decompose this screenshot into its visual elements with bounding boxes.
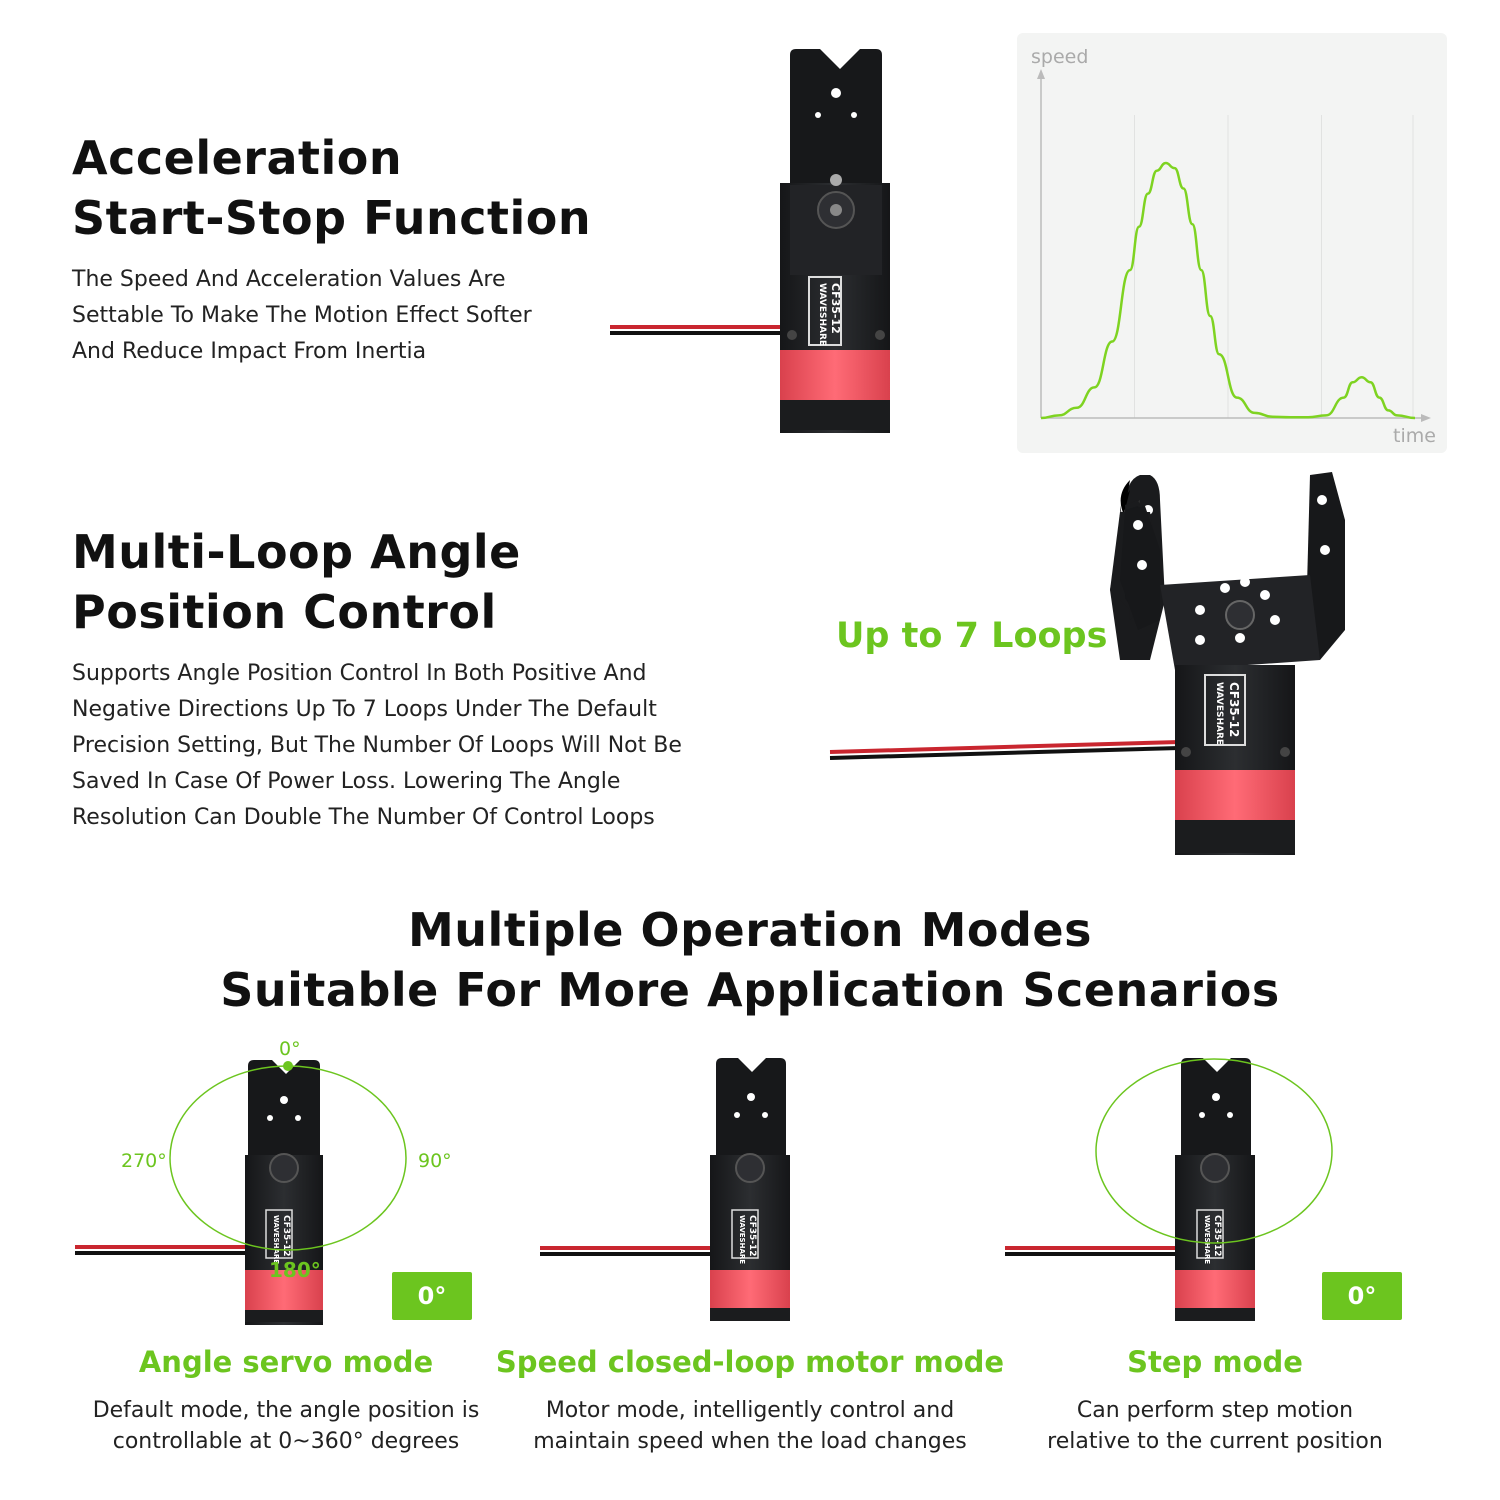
servo-brand-label: WAVESHARE (738, 1215, 746, 1264)
servo-brand-label: WAVESHARE (1203, 1215, 1211, 1264)
loops-label: Up to 7 Loops (836, 616, 1108, 656)
angle-badge: 0° (392, 1272, 472, 1320)
x-axis-arrow-icon (1421, 414, 1431, 422)
section3-title: Multiple Operation Modes Suitable For Mo… (0, 900, 1500, 1020)
mode-desc-line: Default mode, the angle position is (92, 1398, 480, 1423)
step-badge: 0° (1322, 1272, 1402, 1320)
servo-model-label: CF35-12 (1212, 1215, 1222, 1257)
mode-desc-line: relative to the current position (1047, 1429, 1383, 1454)
section1-description: The Speed And Acceleration Values Are Se… (72, 262, 532, 370)
y-axis-label: speed (1031, 46, 1088, 68)
speed-time-chart-svg: speed time (1031, 46, 1436, 447)
section2-desc-line: Precision Setting, But The Number Of Loo… (72, 733, 682, 758)
servo-image-1: WAVESHARE CF35-12 (610, 49, 890, 433)
mode-desc-line: Can perform step motion (1076, 1398, 1354, 1423)
step-circle (1095, 1058, 1333, 1244)
section1-title: Acceleration Start-Stop Function (72, 128, 591, 248)
mode-title-speed: Speed closed-loop motor mode (495, 1345, 1005, 1379)
section2-desc-line: Supports Angle Position Control In Both … (72, 661, 647, 686)
section2-title: Multi-Loop Angle Position Control (72, 522, 521, 642)
y-axis-arrow-icon (1037, 69, 1045, 79)
zero-position-dot (283, 1061, 293, 1071)
mode-desc-angle: Default mode, the angle position is cont… (36, 1395, 536, 1457)
section2-description: Supports Angle Position Control In Both … (72, 656, 682, 836)
section2-title-line2: Position Control (72, 585, 497, 639)
servo-image-2: WAVESHARE CF35-12 (829, 472, 1345, 855)
servo-brand-label: WAVESHARE (1214, 682, 1224, 745)
mode-desc-step: Can perform step motion relative to the … (990, 1395, 1440, 1457)
section1-desc-line: The Speed And Acceleration Values Are (72, 267, 506, 292)
section1-title-line2: Start-Stop Function (72, 191, 592, 245)
servo-brand-label: WAVESHARE (272, 1215, 280, 1264)
servo-brand-label: WAVESHARE (817, 283, 827, 346)
angle-label-0: 0° (279, 1038, 301, 1060)
section3-title-line1: Multiple Operation Modes (408, 903, 1092, 957)
angle-label-180: 180° (269, 1258, 321, 1282)
servo-model-label: CF35-12 (829, 283, 842, 334)
servo-image-angle-mode: WAVESHARE CF35-12 (75, 1060, 407, 1325)
mode-title-angle: Angle servo mode (138, 1345, 434, 1379)
mode-desc-line: maintain speed when the load changes (533, 1429, 967, 1454)
speed-curve (1040, 161, 1416, 420)
servo-image-speed-mode: WAVESHARE CF35-12 (540, 1058, 790, 1321)
section2-desc-line: Resolution Can Double The Number Of Cont… (72, 805, 655, 830)
section1-desc-line: And Reduce Impact From Inertia (72, 339, 427, 364)
servo-model-label: CF35-12 (1227, 682, 1241, 737)
section1-title-line1: Acceleration (72, 131, 403, 185)
section2-title-line1: Multi-Loop Angle (72, 525, 521, 579)
mode-title-step: Step mode (1127, 1345, 1303, 1379)
section1-desc-line: Settable To Make The Motion Effect Softe… (72, 303, 532, 328)
angle-label-90: 90° (418, 1150, 452, 1172)
servo-model-label: CF35-12 (281, 1215, 291, 1257)
servo-model-label: CF35-12 (747, 1215, 757, 1257)
angle-label-270: 270° (121, 1150, 167, 1172)
speed-time-chart: speed time (1017, 33, 1447, 453)
mode-desc-line: Motor mode, intelligently control and (545, 1398, 955, 1423)
section3-title-line2: Suitable For More Application Scenarios (220, 963, 1280, 1017)
x-axis-label: time (1393, 425, 1436, 447)
mode-desc-line: controllable at 0~360° degrees (112, 1429, 460, 1454)
chart-grid (1134, 115, 1414, 418)
servo-image-step-mode: WAVESHARE CF35-12 (1005, 1058, 1333, 1321)
section2-desc-line: Negative Directions Up To 7 Loops Under … (72, 697, 657, 722)
mode-desc-speed: Motor mode, intelligently control and ma… (490, 1395, 1010, 1457)
section2-desc-line: Saved In Case Of Power Loss. Lowering Th… (72, 769, 621, 794)
